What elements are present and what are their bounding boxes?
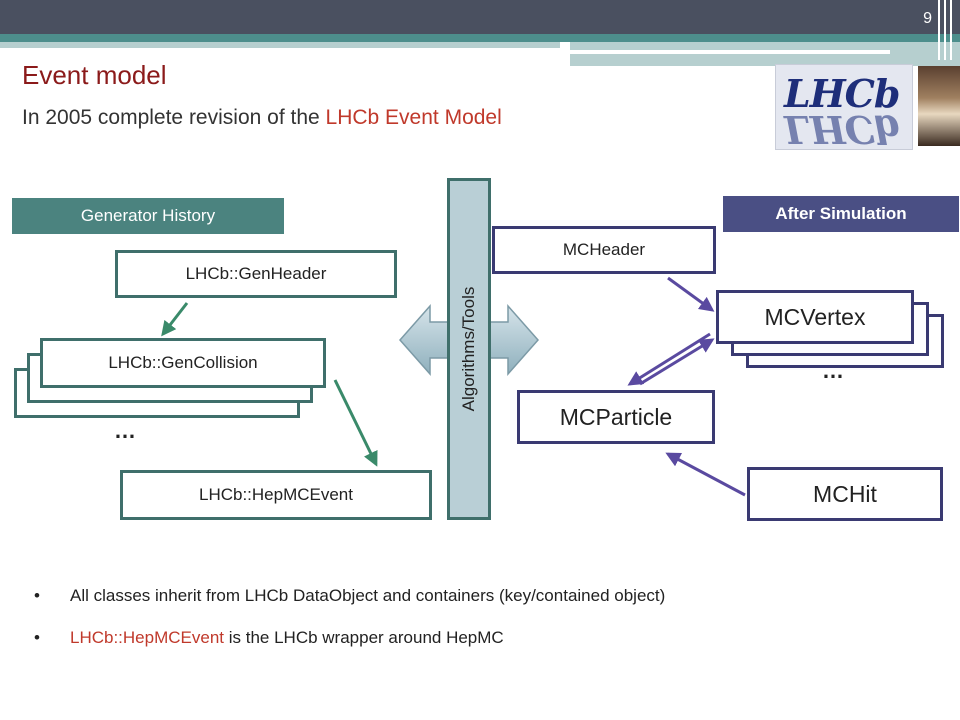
page-number: 9 [923,10,932,27]
mcvertex-to-mcparticle-arrow [627,332,711,386]
subtitle-text: In 2005 complete revision of the [22,106,326,129]
bullet-text: is the LHCb wrapper around HepMC [224,628,504,647]
after-simulation-header: After Simulation [723,196,959,232]
decor-line [950,0,952,60]
mc-hit-box: MCHit [747,467,943,521]
hepmc-event-box: LHCb::HepMCEvent [120,470,432,520]
portrait-image [918,66,960,146]
mcheader-to-mcvertex-arrow [667,276,715,312]
title-bar-stripe-right [570,42,960,66]
decor-line [944,0,946,60]
algorithms-tools-bar: Algorithms/Tools [447,178,491,520]
mcparticle-to-mcvertex-arrow [639,338,715,386]
gencollision-to-hepmc-arrow [333,379,378,467]
right-ellipsis: … [822,358,844,383]
logo-text-reflection: LHCb [784,107,900,152]
slide-subtitle: In 2005 complete revision of the LHCb Ev… [22,106,502,130]
algorithms-tools-label: Algorithms/Tools [459,286,478,412]
title-bar-accent [0,34,960,42]
title-bar-divider [570,50,890,54]
gen-collision-box: LHCb::GenCollision [40,338,326,388]
bullet-marker: • [34,586,40,605]
bullet-item: • All classes inherit from LHCb DataObjec… [34,586,665,606]
decor-line [938,0,940,60]
slide-title: Event model [22,60,167,90]
bullet-highlight: LHCb::HepMCEvent [70,628,225,647]
bullet-text: All classes inherit from LHCb DataObject… [70,586,666,605]
left-ellipsis: … [114,418,136,443]
mc-vertex-box: MCVertex [716,290,914,344]
title-bar-stripe [0,42,560,48]
mc-header-box: MCHeader [492,226,716,274]
mchit-to-mcparticle-arrow [665,452,746,497]
mc-particle-box: MCParticle [517,390,715,444]
generator-history-header: Generator History [12,198,284,234]
logo-text: LHCb [784,71,900,116]
gen-header-box: LHCb::GenHeader [115,250,397,298]
title-bar [0,0,960,34]
bullet-item: • LHCb::HepMCEvent is the LHCb wrapper ar… [34,628,504,648]
genheader-to-gencollision-arrow [161,302,189,337]
subtitle-highlight: LHCb Event Model [325,106,502,129]
bullet-marker: • [34,628,40,647]
lhcb-logo-icon: LHCb LHCb [775,64,913,152]
